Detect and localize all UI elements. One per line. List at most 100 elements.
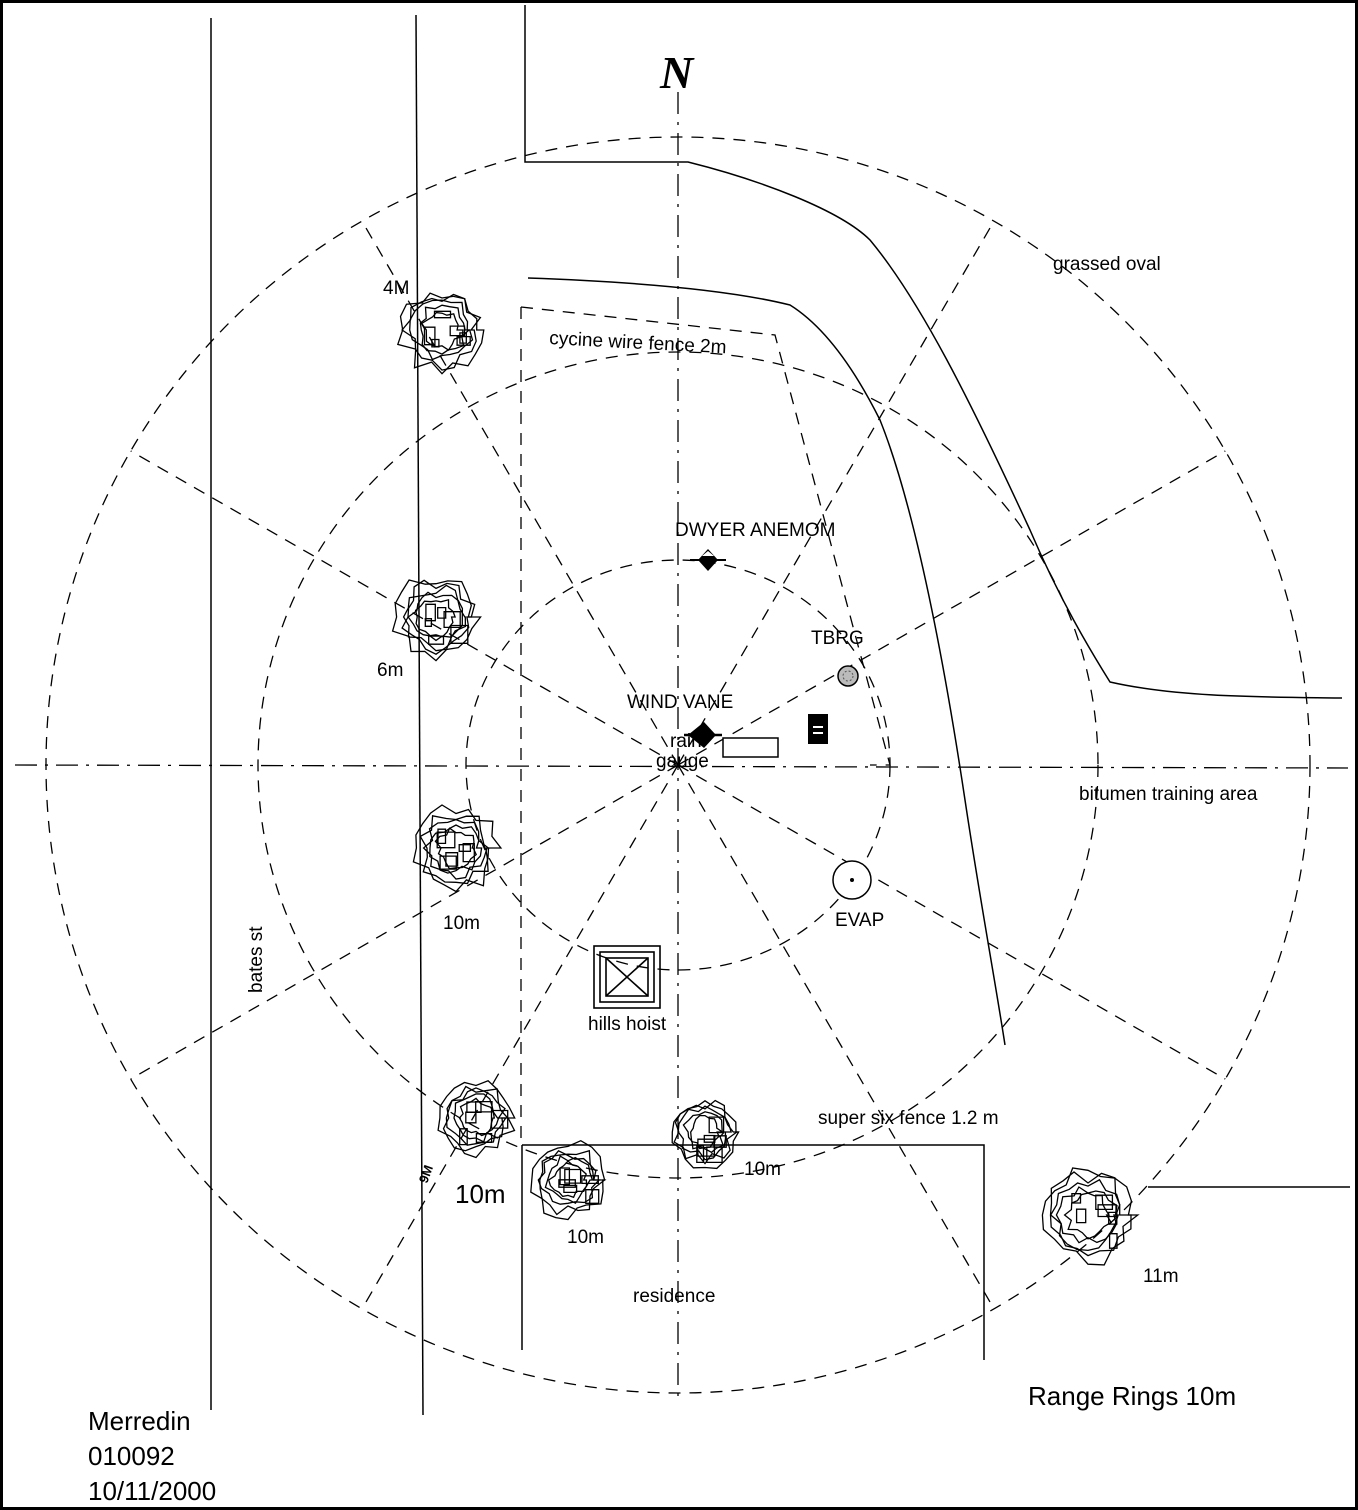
tree-detail xyxy=(696,1145,705,1164)
radial-spokes xyxy=(130,220,1226,1310)
grassed-oval-boundary xyxy=(524,5,1343,699)
tree-icon xyxy=(671,1099,740,1170)
radial-spoke-3 xyxy=(361,220,679,766)
tree-detail xyxy=(490,1109,509,1129)
tree-detail xyxy=(697,1138,716,1157)
rain-gauge-label-line2: gauge xyxy=(656,751,709,772)
tree-outline xyxy=(391,579,482,662)
tree-outline xyxy=(409,299,474,361)
tree-detail xyxy=(1095,1194,1114,1211)
range-rings-legend: Range Rings 10m xyxy=(1028,1381,1236,1411)
tree-detail xyxy=(1071,1193,1082,1204)
tree-outline xyxy=(437,1080,516,1159)
tree-detail xyxy=(708,1116,725,1134)
tree-detail xyxy=(1108,1233,1118,1249)
tree-outline xyxy=(539,1149,607,1216)
cyclone-wire-fence xyxy=(520,306,891,1145)
tree-detail xyxy=(458,844,472,852)
tree-detail xyxy=(423,326,436,346)
tree-detail xyxy=(433,310,452,319)
tree-outline xyxy=(442,1085,510,1152)
tree-detail xyxy=(436,831,456,849)
tree-detail xyxy=(563,1184,578,1194)
station-date: 10/11/2000 xyxy=(88,1476,216,1506)
dwyer-anemometer-label: DWYER ANEMOM xyxy=(675,520,835,541)
tree-detail xyxy=(1097,1204,1117,1218)
wind-vane-label: WIND VANE xyxy=(627,692,733,713)
tree-outline xyxy=(530,1139,606,1221)
tree-outline xyxy=(419,304,471,355)
radial-spoke-6 xyxy=(361,764,679,1310)
tree-detail xyxy=(437,606,447,619)
tree-detail xyxy=(466,1101,482,1114)
tree-detail xyxy=(445,852,459,867)
radial-spoke-4 xyxy=(130,450,679,766)
hills-hoist-label: hills hoist xyxy=(588,1014,667,1035)
evap-label: EVAP xyxy=(835,910,884,931)
tree-outline xyxy=(1049,1178,1121,1252)
rain-gauge-label-line1: rain xyxy=(670,731,702,752)
tree-detail xyxy=(437,828,447,845)
tree-outline xyxy=(419,815,489,885)
tree-detail xyxy=(450,624,469,644)
radial-spoke-7 xyxy=(677,764,995,1310)
tree-detail xyxy=(585,1189,600,1204)
tree-detail xyxy=(475,1133,493,1143)
tree-detail xyxy=(449,325,466,337)
tree-outline xyxy=(422,818,491,880)
super-six-fence-label: super six fence 1.2 m xyxy=(818,1108,999,1129)
tree-icon xyxy=(530,1139,607,1221)
tree-outline xyxy=(402,584,467,652)
tree-outline xyxy=(414,598,457,638)
instrument-box-icon xyxy=(808,714,828,744)
tree-height-10m-c: 10m xyxy=(744,1159,781,1180)
tree-height-small: 9M xyxy=(416,1163,436,1185)
tree-outline xyxy=(547,1160,588,1199)
tree-outline xyxy=(412,804,503,893)
tree-height-10m-a: 10m xyxy=(443,913,480,934)
tree-outline xyxy=(458,1097,496,1137)
radial-spoke-8 xyxy=(677,764,1226,1080)
tree-icon xyxy=(391,579,482,662)
tree-outline xyxy=(1063,1192,1112,1240)
station-number: 010092 xyxy=(88,1441,175,1471)
tree-outline xyxy=(453,1093,500,1143)
bitumen-area-boundary xyxy=(527,277,1006,1046)
dwyer-anemometer-icon xyxy=(690,549,726,571)
tree-detail xyxy=(475,1100,493,1113)
hills-hoist-icon xyxy=(593,945,661,1009)
tree-detail xyxy=(443,611,461,629)
tree-detail xyxy=(424,618,433,627)
tree-detail xyxy=(1108,1211,1118,1225)
north-label: N xyxy=(659,47,695,98)
tree-detail xyxy=(459,1128,468,1146)
tree-detail xyxy=(428,635,445,645)
radial-spoke-5 xyxy=(130,764,679,1080)
residence-label: residence xyxy=(633,1286,715,1307)
tree-icon xyxy=(396,292,485,375)
tree-detail xyxy=(465,1111,477,1124)
tree-detail xyxy=(462,843,475,863)
tbrg-label: TBRG xyxy=(811,628,864,649)
east-west-axis xyxy=(14,764,1349,769)
tree-outline xyxy=(544,1155,594,1205)
bates-st-east-line xyxy=(415,14,424,1416)
tree-detail xyxy=(439,855,457,870)
bitumen-area-label: bitumen training area xyxy=(1079,784,1258,805)
tree-height-10m-large: 10m xyxy=(455,1179,506,1209)
tree-icon xyxy=(412,804,503,893)
tree-icon xyxy=(1041,1167,1140,1266)
instrument-enclosure-rect xyxy=(722,737,779,758)
radial-spoke-1 xyxy=(677,450,1226,766)
tbrg-gauge-icon xyxy=(837,665,859,687)
evap-pan-icon xyxy=(832,860,872,900)
tree-outline xyxy=(1049,1171,1132,1257)
tree-outline xyxy=(690,1114,725,1150)
tree-outline xyxy=(434,827,478,870)
trees xyxy=(391,292,1140,1266)
tree-height-6m: 6m xyxy=(377,660,403,681)
grassed-oval-label: grassed oval xyxy=(1053,254,1161,275)
tree-outline xyxy=(401,579,476,655)
